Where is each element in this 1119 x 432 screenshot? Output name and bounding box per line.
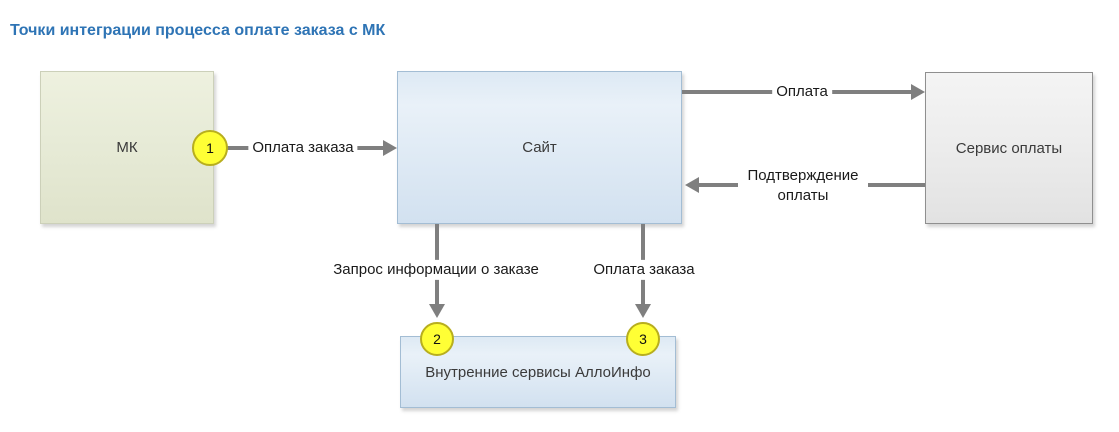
badge-1-number: 1 [206, 140, 214, 156]
edge-site-to-internal-payment-label: Оплата заказа [589, 259, 699, 281]
arrowhead-right-icon [911, 84, 925, 100]
badge-3-number: 3 [639, 331, 647, 347]
badge-2-number: 2 [433, 331, 441, 347]
node-payment-service: Сервис оплаты [925, 72, 1093, 224]
node-site: Сайт [397, 71, 682, 224]
node-site-label: Сайт [522, 139, 557, 156]
node-mk: МК [40, 71, 214, 224]
arrowhead-down-icon [429, 304, 445, 318]
edge-payment-to-site-label: Подтверждение оплаты [738, 165, 868, 207]
integration-point-badge-2: 2 [420, 322, 454, 356]
edge-site-to-internal-info-label: Запрос информации о заказе [329, 259, 543, 281]
diagram-title: Точки интеграции процесса оплате заказа … [10, 22, 386, 39]
edge-mk-to-site-label: Оплата заказа [248, 137, 358, 159]
node-mk-label: МК [116, 139, 138, 156]
integration-point-badge-3: 3 [626, 322, 660, 356]
integration-point-badge-1: 1 [192, 130, 228, 166]
node-internal-services-label: Внутренние сервисы АллоИнфо [425, 363, 651, 381]
node-payment-service-label: Сервис оплаты [955, 139, 1063, 157]
arrowhead-right-icon [383, 140, 397, 156]
arrowhead-left-icon [685, 177, 699, 193]
arrowhead-down-icon [635, 304, 651, 318]
edge-site-to-payment-label: Оплата [772, 81, 832, 103]
